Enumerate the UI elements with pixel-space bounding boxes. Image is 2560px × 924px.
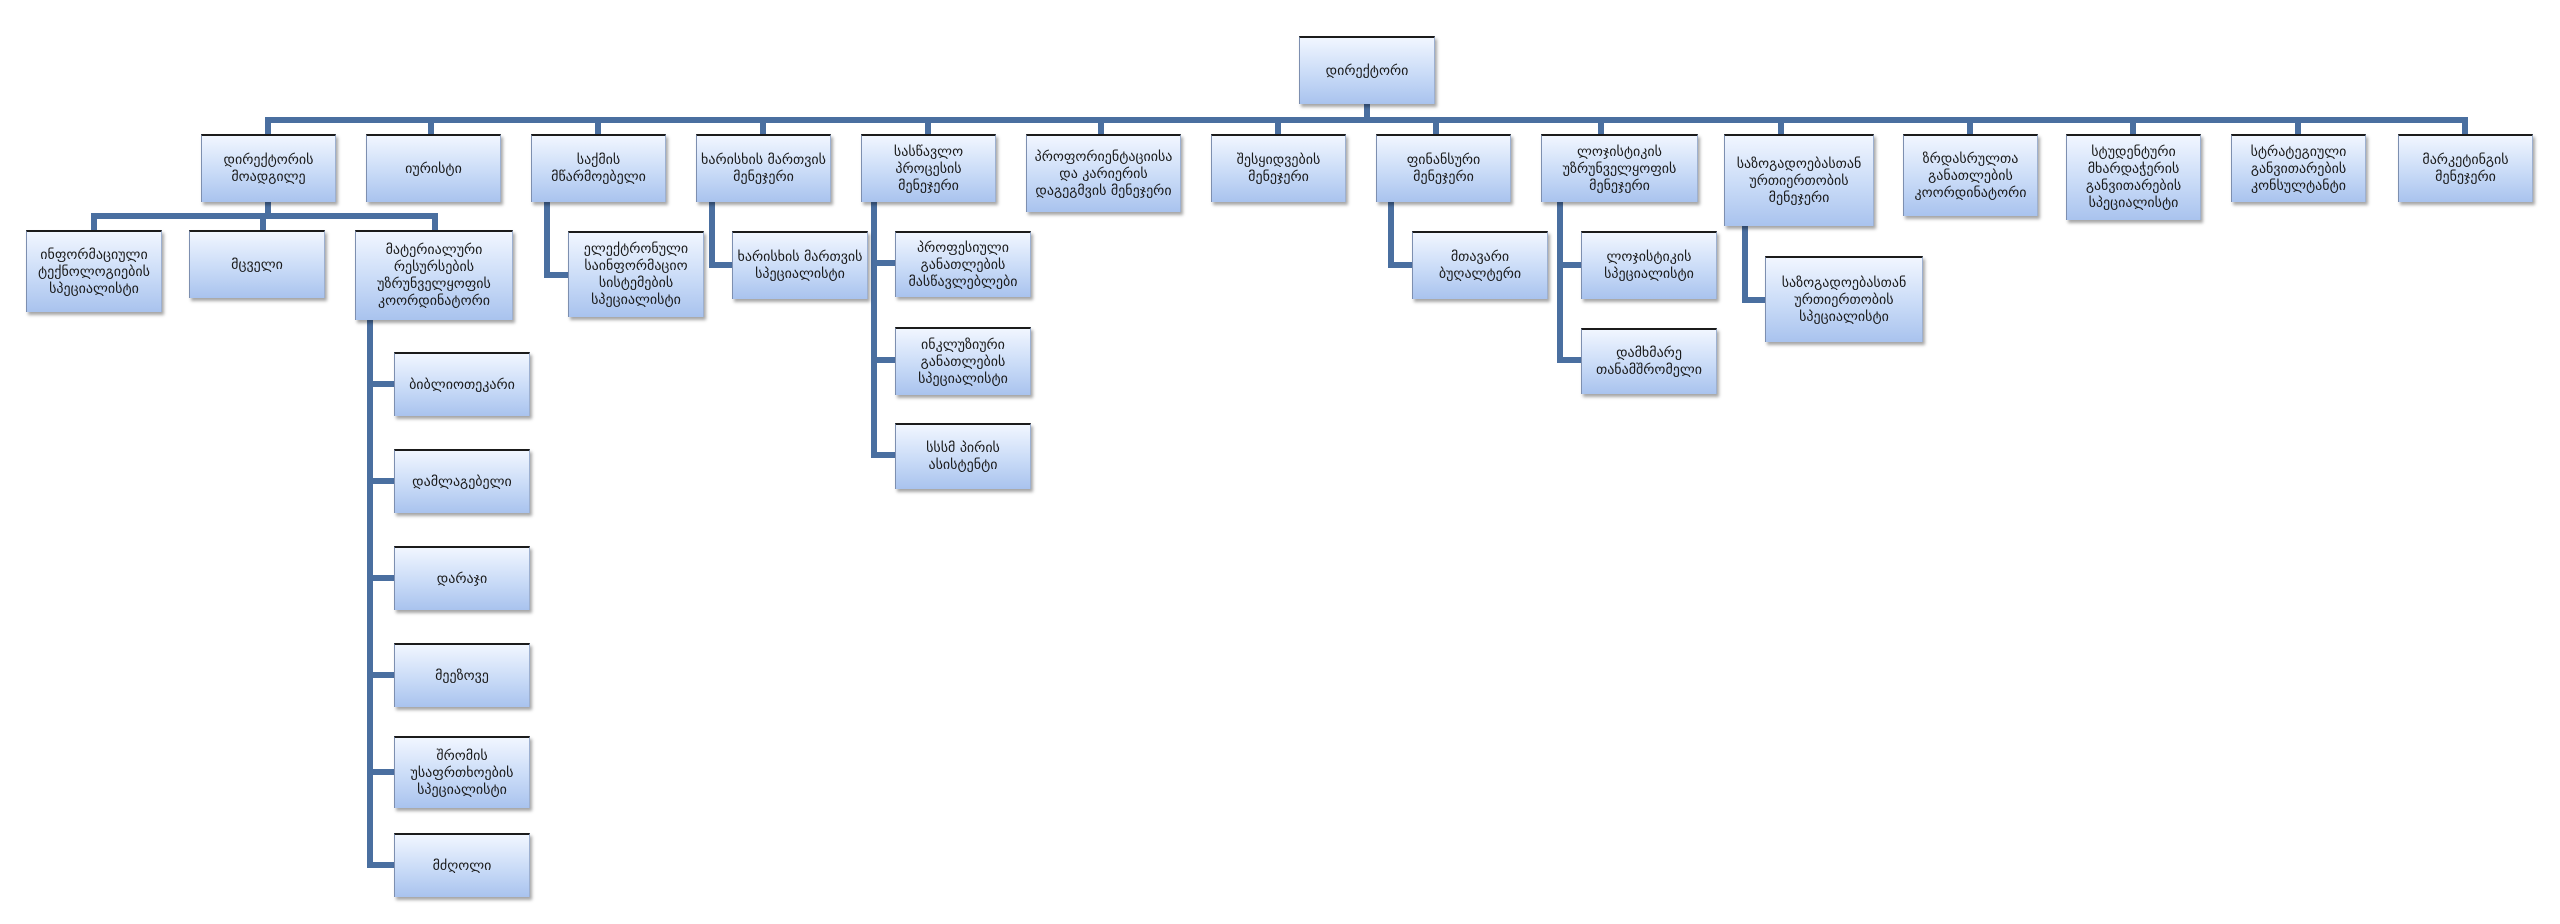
node-support-staff[interactable]: დამხმარე თანამშრომელი — [1581, 328, 1717, 394]
node-procurement[interactable]: შესყიდვების მენეჯერი — [1211, 134, 1346, 202]
node-material-resources[interactable]: მატერიალური რესურსების უზრუნველყოფის კოო… — [355, 230, 513, 320]
node-student-support[interactable]: სტუდენტური მხარდაჭერის განვითარების სპეც… — [2066, 134, 2201, 220]
node-education-label: სასწავლო პროცესის მენეჯერი — [893, 143, 964, 194]
node-librarian-label: ბიბლიოთეკარი — [409, 376, 515, 393]
node-pr[interactable]: საზოგადოებასთან ურთიერთობის მენეჯერი — [1724, 134, 1874, 226]
node-chief-accountant-label: მთავარი ბუღალტერი — [1438, 249, 1522, 282]
node-adult-education[interactable]: ზრდასრულთა განათლების კოორდინატორი — [1903, 134, 2038, 216]
node-it-specialist-label: ინფორმაციული ტექნოლოგიების სპეციალისტი — [38, 246, 150, 297]
node-doorman-label: დარაჯი — [436, 570, 488, 587]
node-pr-label: საზოგადოებასთან ურთიერთობის მენეჯერი — [1736, 155, 1862, 206]
node-chief-accountant[interactable]: მთავარი ბუღალტერი — [1412, 231, 1548, 299]
node-finance[interactable]: ფინანსური მენეჯერი — [1376, 134, 1511, 202]
node-finance-label: ფინანსური მენეჯერი — [1406, 152, 1481, 185]
node-procurement-label: შესყიდვების მენეჯერი — [1236, 152, 1321, 185]
node-records[interactable]: საქმის მწარმოებელი — [531, 134, 666, 202]
node-records-label: საქმის მწარმოებელი — [551, 152, 646, 185]
node-cleaner-label: დამლაგებელი — [412, 473, 512, 490]
node-quality-specialist[interactable]: ხარისხის მართვის სპეციალისტი — [732, 231, 868, 299]
node-inclusive-specialist[interactable]: ინკლუზიური განათლების სპეციალისტი — [895, 327, 1031, 395]
node-career[interactable]: პროფორიენტაციისა და კარიერის დაგეგმვის მ… — [1026, 134, 1181, 212]
node-librarian[interactable]: ბიბლიოთეკარი — [394, 352, 530, 416]
node-logistics-label: ლოჯისტიკის უზრუნველყოფის მენეჯერი — [1562, 143, 1677, 194]
node-safety-specialist-label: შრომის უსაფრთხოების სპეციალისტი — [410, 747, 514, 798]
node-logistics[interactable]: ლოჯისტიკის უზრუნველყოფის მენეჯერი — [1541, 134, 1698, 202]
node-pr-specialist[interactable]: საზოგადოებასთან ურთიერთობის სპეციალისტი — [1765, 256, 1923, 342]
node-deputy-label: დირექტორის მოადგილე — [223, 152, 314, 185]
node-marketing-label: მარკეტინგის მენეჯერი — [2422, 152, 2509, 185]
node-lawyer[interactable]: იურისტი — [366, 134, 501, 202]
node-gardener[interactable]: მეეზოვე — [394, 643, 530, 707]
node-logistics-specialist[interactable]: ლოჯისტიკის სპეციალისტი — [1581, 231, 1717, 299]
node-marketing[interactable]: მარკეტინგის მენეჯერი — [2398, 134, 2533, 202]
node-cleaner[interactable]: დამლაგებელი — [394, 449, 530, 513]
node-director-label: დირექტორი — [1325, 62, 1409, 79]
node-sen-assistant[interactable]: სსსმ პირის ასისტენტი — [895, 423, 1031, 489]
node-safety-specialist[interactable]: შრომის უსაფრთხოების სპეციალისტი — [394, 736, 530, 808]
node-quality-specialist-label: ხარისხის მართვის სპეციალისტი — [737, 249, 863, 282]
node-vocational-teachers-label: პროფესიული განათლების მასწავლებლები — [908, 239, 1018, 290]
node-student-support-label: სტუდენტური მხარდაჭერის განვითარების სპეც… — [2085, 144, 2182, 211]
node-doorman[interactable]: დარაჯი — [394, 546, 530, 610]
node-gardener-label: მეეზოვე — [435, 667, 489, 684]
node-support-staff-label: დამხმარე თანამშრომელი — [1595, 345, 1703, 378]
node-quality-label: ხარისხის მართვის მენეჯერი — [701, 152, 826, 185]
node-deputy[interactable]: დირექტორის მოადგილე — [201, 134, 336, 202]
node-vocational-teachers[interactable]: პროფესიული განათლების მასწავლებლები — [895, 231, 1031, 297]
node-logistics-specialist-label: ლოჯისტიკის სპეციალისტი — [1604, 249, 1694, 282]
node-pr-specialist-label: საზოგადოებასთან ურთიერთობის სპეციალისტი — [1781, 274, 1907, 325]
node-e-systems-specialist-label: ელექტრონული საინფორმაციო სისტემების სპეც… — [583, 241, 689, 308]
node-it-specialist[interactable]: ინფორმაციული ტექნოლოგიების სპეციალისტი — [26, 230, 162, 312]
node-education[interactable]: სასწავლო პროცესის მენეჯერი — [861, 134, 996, 202]
node-strategy-label: სტრატეგიული განვითარების კონსულტანტი — [2250, 143, 2347, 194]
node-sen-assistant-label: სსსმ პირის ასისტენტი — [926, 440, 1000, 473]
node-director[interactable]: დირექტორი — [1299, 36, 1435, 104]
node-guard[interactable]: მცველი — [189, 230, 325, 298]
node-strategy[interactable]: სტრატეგიული განვითარების კონსულტანტი — [2231, 134, 2366, 202]
node-driver[interactable]: მძღოლი — [394, 833, 530, 897]
node-guard-label: მცველი — [231, 256, 283, 273]
node-lawyer-label: იურისტი — [405, 160, 462, 177]
node-adult-education-label: ზრდასრულთა განათლების კოორდინატორი — [1914, 150, 2027, 201]
node-material-resources-label: მატერიალური რესურსების უზრუნველყოფის კოო… — [377, 242, 491, 309]
node-career-label: პროფორიენტაციისა და კარიერის დაგეგმვის მ… — [1034, 148, 1173, 199]
node-inclusive-specialist-label: ინკლუზიური განათლების სპეციალისტი — [918, 336, 1008, 387]
node-quality[interactable]: ხარისხის მართვის მენეჯერი — [696, 134, 831, 202]
node-driver-label: მძღოლი — [432, 857, 492, 874]
node-e-systems-specialist[interactable]: ელექტრონული საინფორმაციო სისტემების სპეც… — [568, 231, 704, 317]
